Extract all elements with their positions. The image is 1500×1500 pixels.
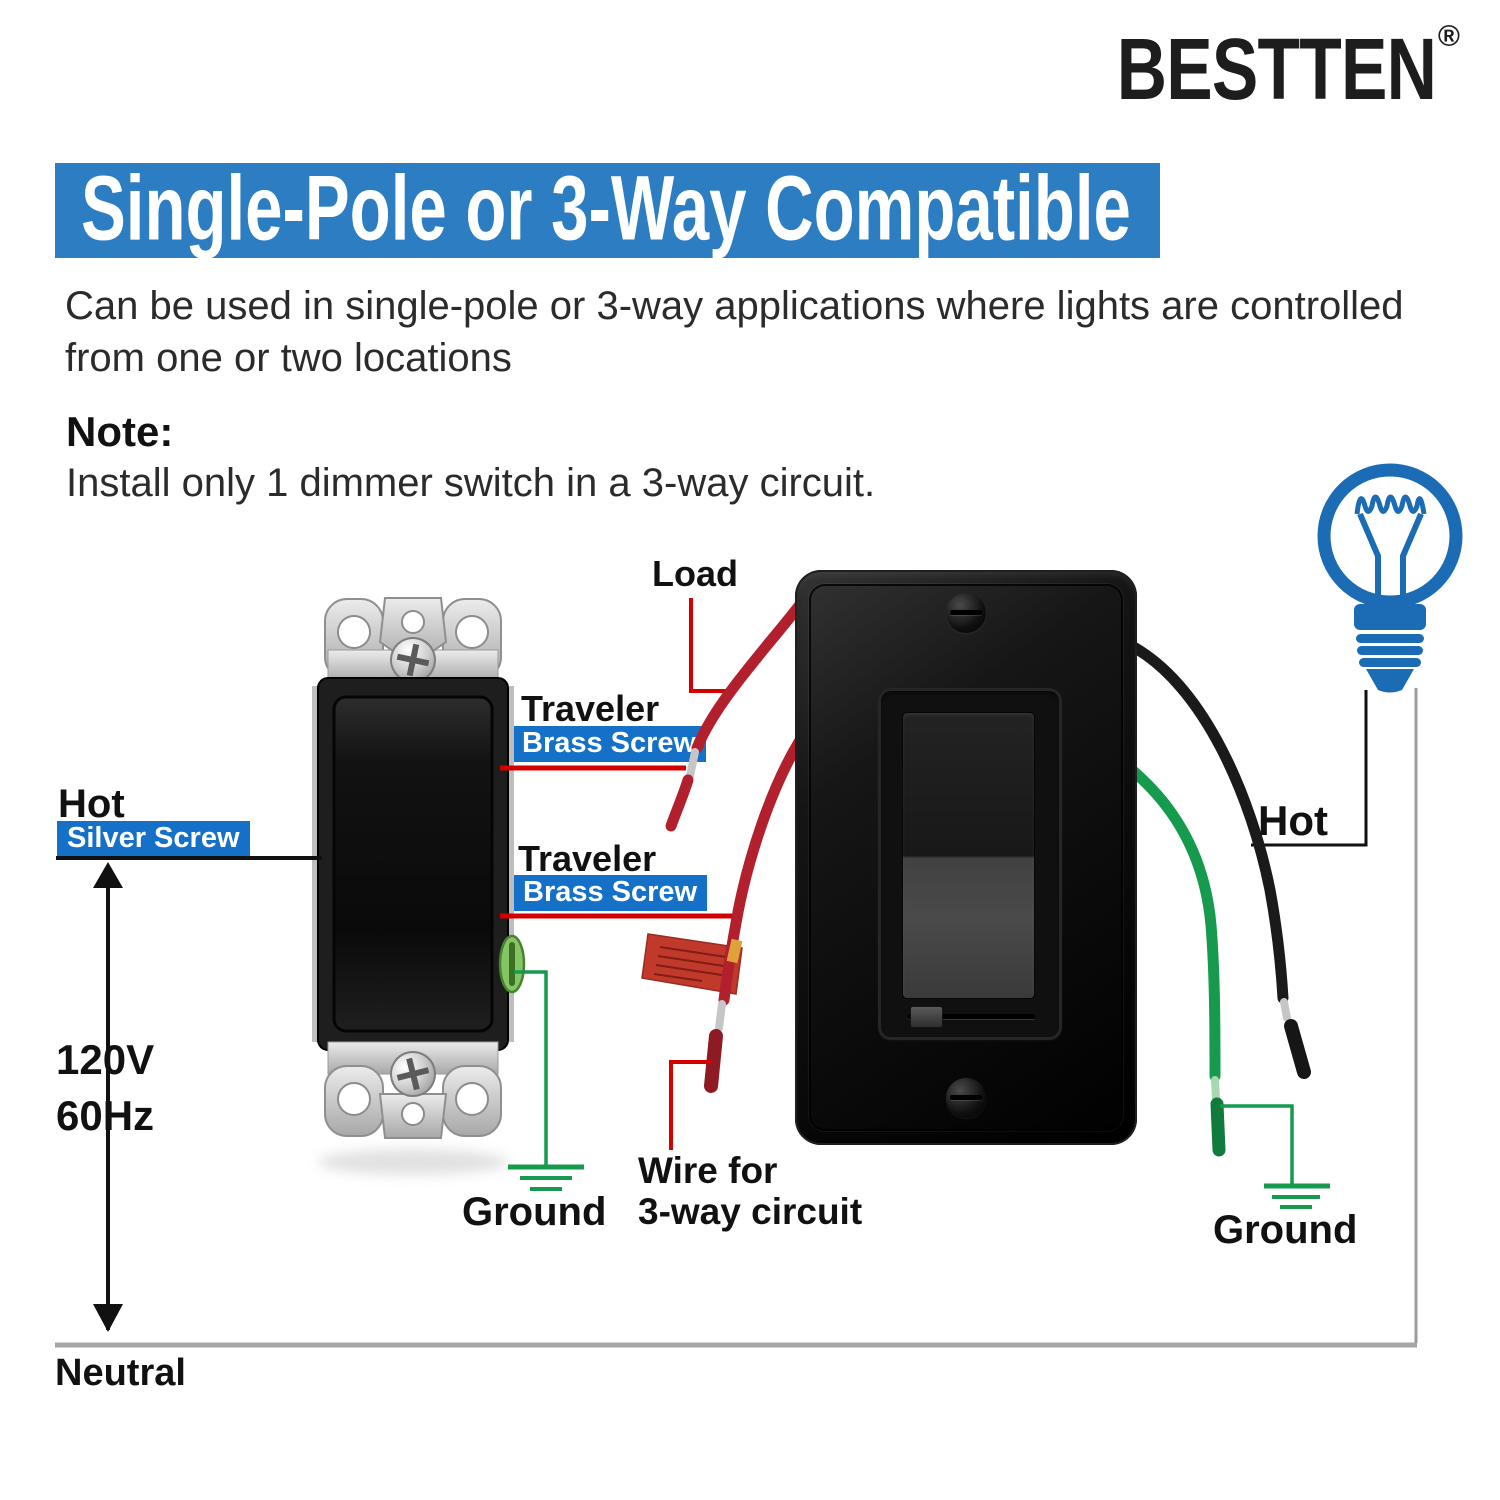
switch-rocker [332, 695, 494, 1033]
mounting-hole [455, 615, 489, 649]
bulb-filament-supports [1357, 512, 1424, 604]
ground-symbol-right-icon [1264, 1183, 1330, 1209]
plate-screw-top-icon [946, 593, 986, 633]
arrowhead-down-icon [93, 1304, 123, 1332]
hot-left-label: Hot [58, 782, 125, 826]
dimmer-slider-track [908, 1014, 1035, 1020]
switch-side-rail [312, 686, 320, 1042]
ground-symbol-left-icon [508, 1164, 584, 1191]
frequency-value: 60Hz [56, 1092, 155, 1139]
dimmer-slider-knob [910, 1006, 943, 1028]
hot-right-leader-line [1251, 690, 1368, 847]
ground-right-leader-line [1220, 1104, 1294, 1184]
switch-side-rail [506, 686, 514, 1042]
ground-left-line [514, 970, 548, 1166]
dimmer-switch [795, 570, 1137, 1145]
single-pole-switch [312, 597, 526, 1175]
arrowhead-up-icon [93, 862, 123, 888]
philips-screw-icon [390, 1051, 436, 1097]
voltage-frequency-label: 120V 60Hz [48, 1030, 163, 1146]
bulb-filament [1354, 494, 1427, 515]
ground-right-label: Ground [1213, 1208, 1358, 1252]
traveler-bottom-label: Traveler [518, 838, 657, 879]
load-leader-line [689, 598, 726, 693]
voltage-arrow [93, 862, 123, 1332]
wire-3way-line2: 3-way circuit [638, 1191, 863, 1232]
wires-layer [55, 596, 1418, 1348]
traveler-top-label: Traveler [521, 688, 660, 729]
brass-screw-badge-bottom: Brass Screw [513, 875, 708, 911]
philips-screw-icon [390, 637, 436, 683]
ground-left-label: Ground [462, 1190, 607, 1234]
switch-reflection [318, 1149, 508, 1175]
wire-3way-label: Wire for 3-way circuit [638, 1150, 862, 1232]
strap-hole [401, 1102, 425, 1126]
strap-hole [401, 610, 425, 634]
brand-name: BESTTEN [1116, 21, 1437, 118]
hot-wire-black [1124, 639, 1311, 1079]
intro-text: Can be used in single-pole or 3-way appl… [65, 284, 1404, 380]
load-label: Load [652, 553, 738, 594]
mounting-hole [337, 1082, 371, 1116]
note-heading: Note: [66, 408, 174, 455]
brand-logo: BESTTEN ® [1037, 20, 1460, 118]
three-way-leader-line [669, 1060, 712, 1150]
silver-screw-badge: Silver Screw [57, 821, 250, 857]
neutral-label: Neutral [55, 1352, 186, 1394]
warning-tag [641, 933, 743, 995]
wire-3way-line1: Wire for [638, 1150, 778, 1191]
registered-trademark-icon: ® [1437, 20, 1460, 53]
load-wire [665, 596, 808, 832]
brass-screw-badge-top: Brass Screw [512, 726, 707, 762]
mounting-strap-bottom [324, 1041, 502, 1139]
ground-screw-icon [498, 934, 526, 994]
mounting-hole [455, 1082, 489, 1116]
light-bulb-icon [1317, 463, 1463, 693]
plate-screw-bottom-icon [946, 1078, 986, 1118]
note-text: Install only 1 dimmer switch in a 3-way … [66, 461, 876, 505]
title-banner: Single-Pole or 3-Way Compatible [55, 157, 1160, 259]
ground-wire-right [1126, 764, 1226, 1157]
mounting-strap-top [324, 597, 502, 683]
page-title: Single-Pole or 3-Way Compatible [81, 156, 1131, 259]
hot-right-label: Hot [1258, 797, 1328, 844]
mounting-hole [337, 615, 371, 649]
voltage-value: 120V [56, 1036, 155, 1083]
dimmer-paddle [902, 712, 1035, 999]
three-way-wire [704, 736, 805, 1093]
